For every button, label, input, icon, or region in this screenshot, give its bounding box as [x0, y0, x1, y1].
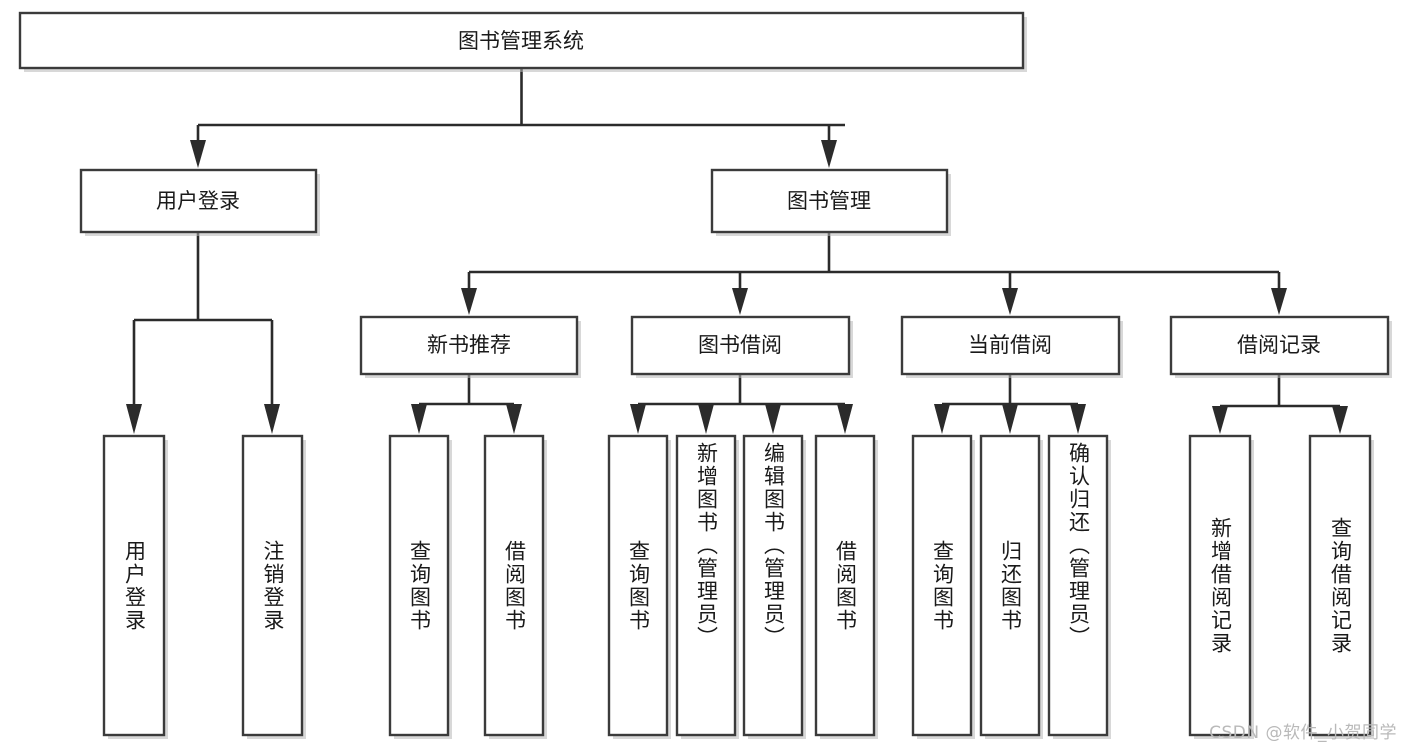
leaf-boxes-group [102, 434, 1374, 739]
leaf-borrow-book-box[interactable] [814, 434, 876, 737]
arrow-nbr-to-leaf2-icon [506, 404, 522, 434]
arrow-bb-to-leaf4-icon [837, 404, 853, 434]
node-root-label: 图书管理系统 [458, 29, 584, 53]
leaf-query-book-borrow-box[interactable] [607, 434, 669, 737]
node-current-borrow-label: 当前借阅 [968, 333, 1052, 357]
arrow-bm-to-current-borrow-icon [1002, 288, 1018, 315]
arrow-bm-to-borrow-record-icon [1271, 288, 1287, 315]
connector-group-borrow-record [1212, 374, 1348, 434]
leaf-return-book-box[interactable] [979, 434, 1041, 737]
node-current-borrow-box[interactable] [900, 315, 1121, 376]
node-book-borrow[interactable]: 图书借阅 [630, 315, 853, 378]
leaf-query-book-current-box[interactable] [911, 434, 973, 737]
leaf-add-book-box[interactable] [675, 434, 737, 737]
arrow-bm-to-new-book-recommend-icon [461, 288, 477, 315]
leaf-user-logout-box[interactable] [241, 434, 304, 737]
node-book-management-box[interactable] [710, 168, 949, 234]
node-root[interactable]: 图书管理系统 [18, 11, 1027, 72]
leaf-edit-book-box[interactable] [742, 434, 804, 737]
arrow-cb-to-leaf2-icon [1002, 404, 1018, 434]
leaf-user-login-box[interactable] [102, 434, 166, 737]
node-new-book-recommend-label: 新书推荐 [427, 333, 511, 357]
leaf-borrow-book-rec-box[interactable] [483, 434, 545, 737]
arrow-bb-to-leaf1-icon [630, 404, 646, 434]
arrow-cb-to-leaf3-icon [1070, 404, 1086, 434]
arrow-br-to-leaf1-icon [1212, 406, 1228, 434]
node-book-borrow-label: 图书借阅 [698, 333, 782, 357]
connector-group-user-login [126, 232, 280, 434]
connector-group-book-borrow [630, 374, 853, 434]
connector-group-current-borrow [934, 374, 1086, 434]
arrow-bb-to-leaf2-icon [698, 404, 714, 434]
node-current-borrow[interactable]: 当前借阅 [900, 315, 1123, 378]
node-new-book-recommend-box[interactable] [359, 315, 579, 376]
leaf-query-borrow-record-box[interactable] [1308, 434, 1372, 737]
node-book-management-label: 图书管理 [787, 189, 871, 213]
arrow-br-to-leaf2-icon [1332, 406, 1348, 434]
node-borrow-record-box[interactable] [1169, 315, 1390, 376]
node-user-login[interactable]: 用户登录 [79, 168, 320, 236]
arrow-bb-to-leaf3-icon [765, 404, 781, 434]
csdn-watermark: CSDN @软件_小贺同学 [1209, 723, 1397, 743]
arrow-cb-to-leaf1-icon [934, 404, 950, 434]
arrow-bm-to-book-borrow-icon [732, 288, 748, 315]
arrow-user-login-to-leaf2-icon [264, 404, 280, 434]
arrow-root-to-user-login-icon [190, 140, 206, 168]
connector-group-new-book-recommend [411, 374, 522, 434]
connector-group-book-management [461, 232, 1287, 315]
arrow-root-to-book-management-icon [821, 140, 837, 168]
arrow-user-login-to-leaf1-icon [126, 404, 142, 434]
node-new-book-recommend[interactable]: 新书推荐 [359, 315, 581, 378]
leaf-add-borrow-record-box[interactable] [1188, 434, 1252, 737]
arrow-nbr-to-leaf1-icon [411, 404, 427, 434]
node-root-box[interactable] [18, 11, 1025, 70]
leaf-query-book-rec-box[interactable] [388, 434, 450, 737]
node-user-login-label: 用户登录 [156, 189, 240, 213]
node-user-login-box[interactable] [79, 168, 318, 234]
node-borrow-record-label: 借阅记录 [1237, 333, 1321, 357]
node-borrow-record[interactable]: 借阅记录 [1169, 315, 1392, 378]
node-book-management[interactable]: 图书管理 [710, 168, 951, 236]
leaf-confirm-return-box[interactable] [1047, 434, 1109, 737]
node-book-borrow-box[interactable] [630, 315, 851, 376]
connector-group-root [190, 68, 845, 168]
